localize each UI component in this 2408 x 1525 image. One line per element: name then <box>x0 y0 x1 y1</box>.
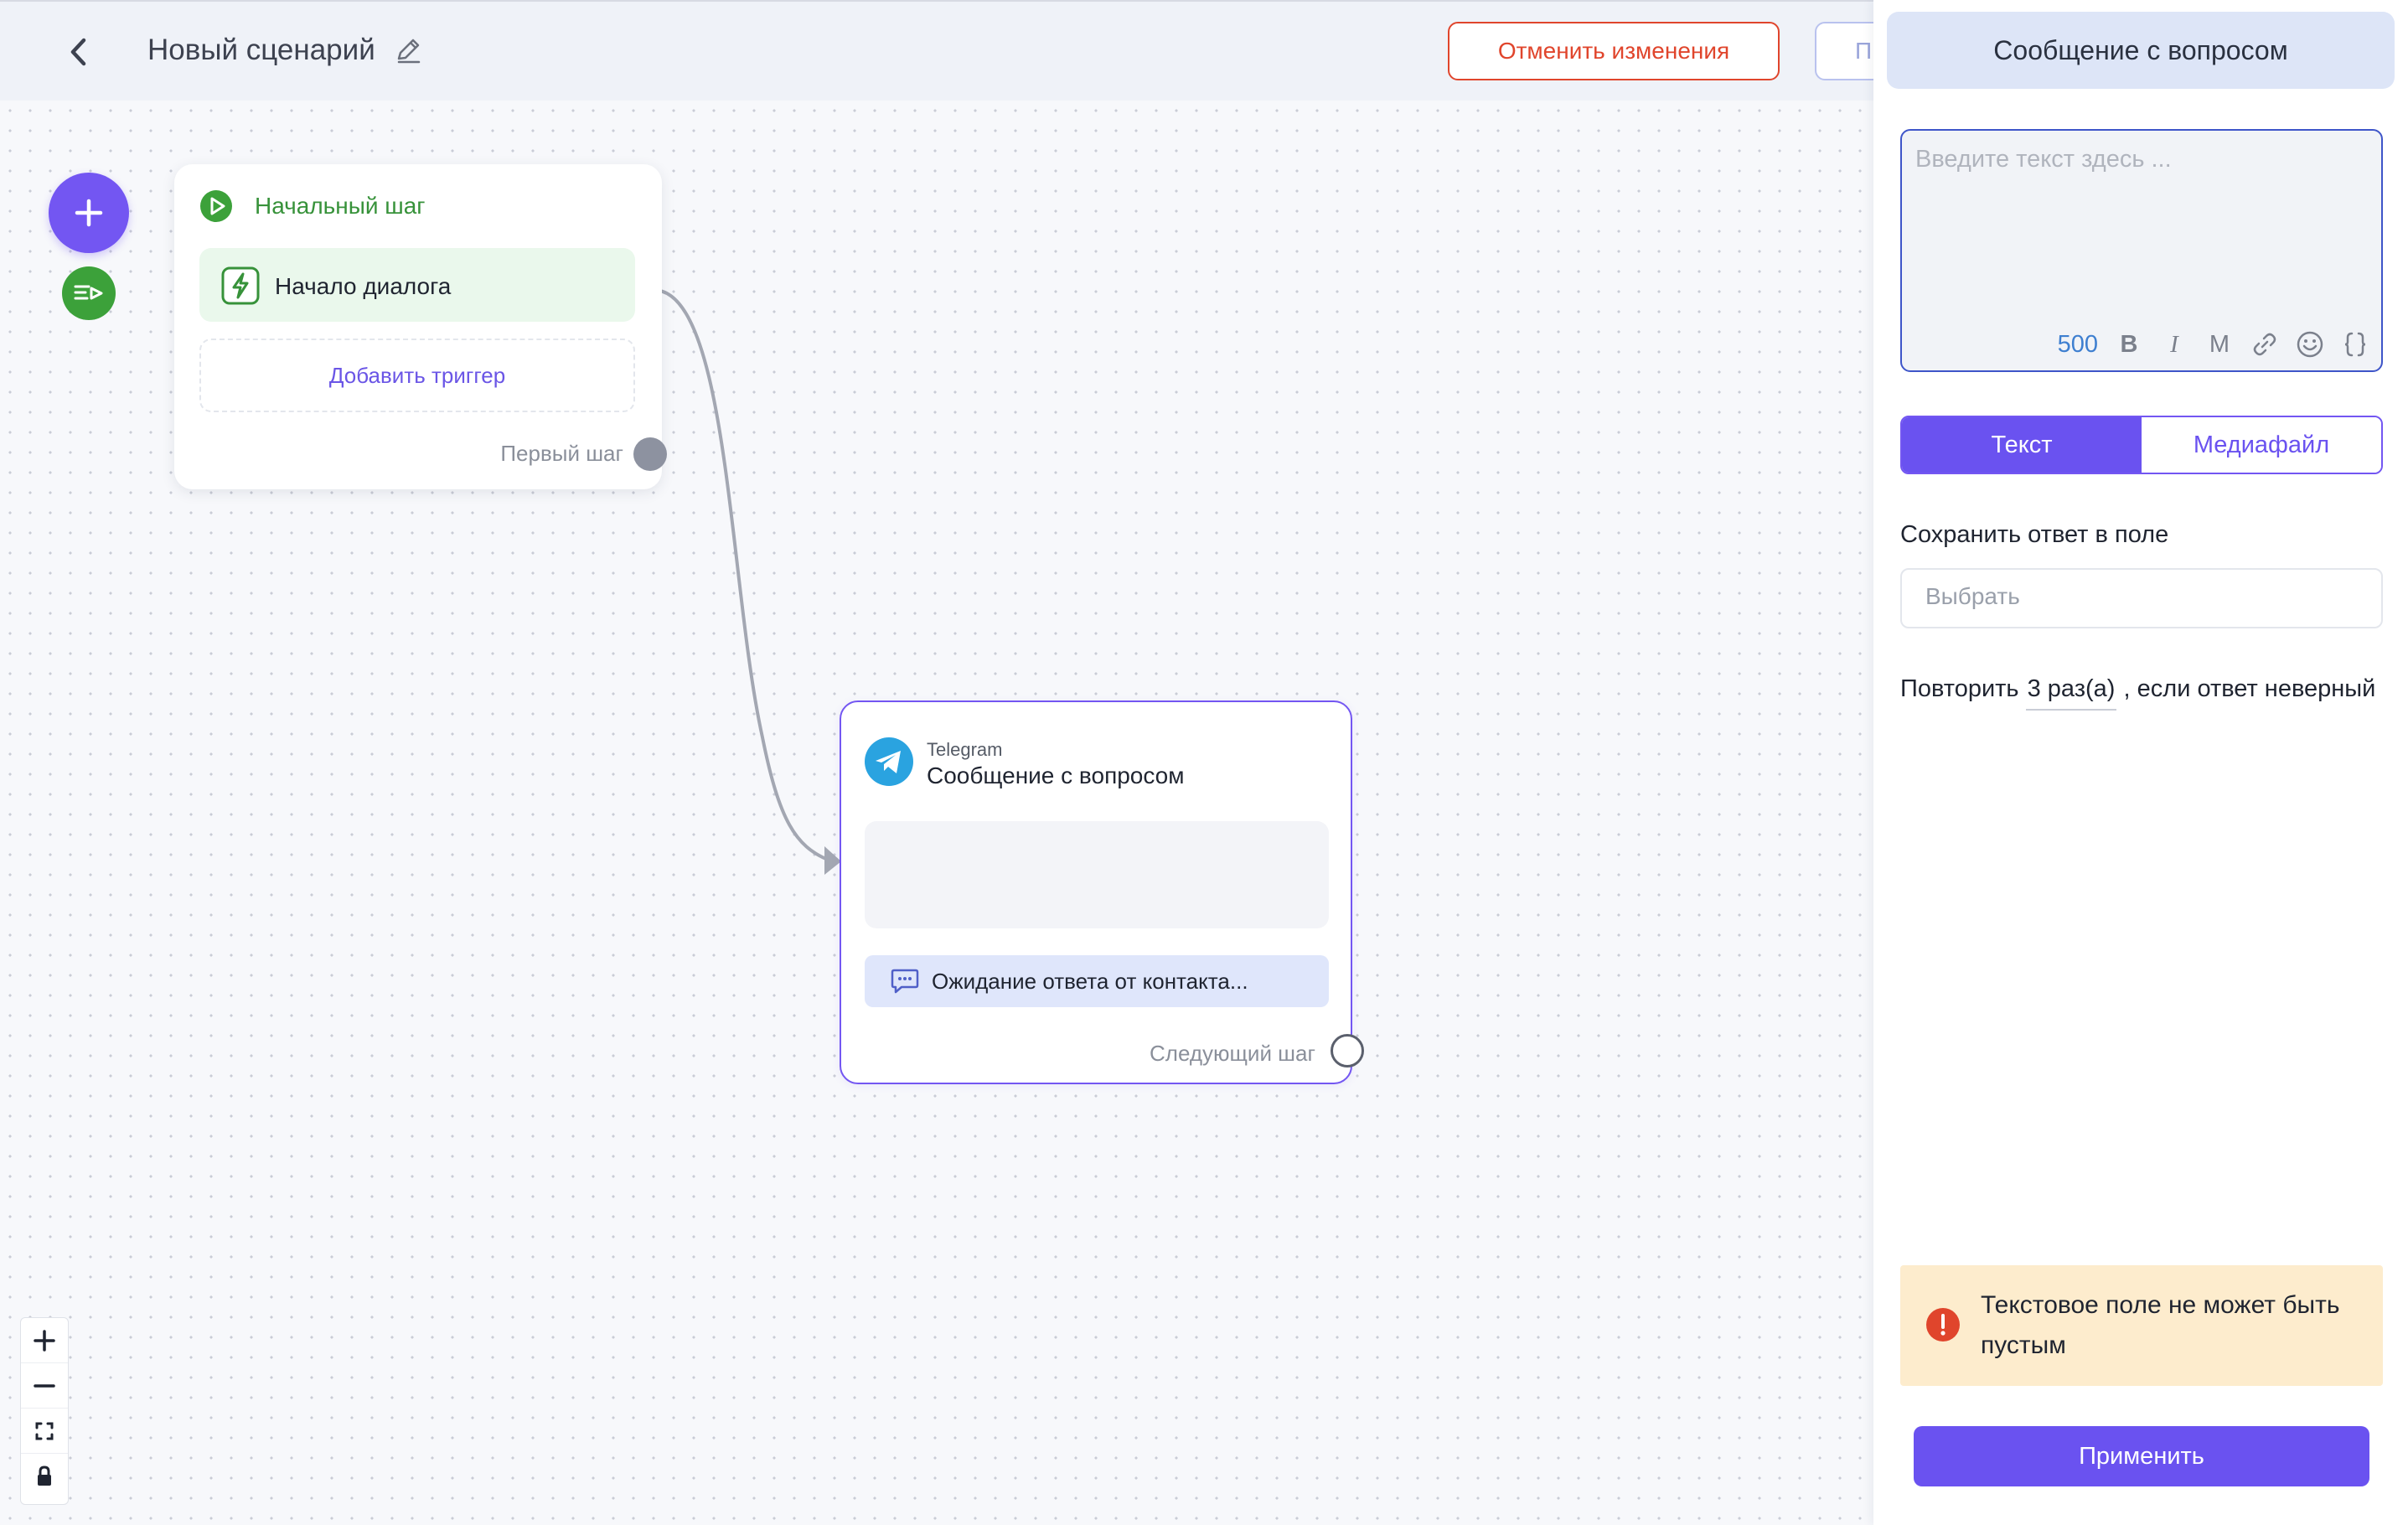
link-icon[interactable] <box>2250 330 2279 359</box>
next-step-port[interactable] <box>1331 1034 1364 1068</box>
chevron-left-icon[interactable] <box>59 32 99 72</box>
add-trigger-button[interactable]: Добавить триггер <box>199 339 635 412</box>
chat-bubble-icon <box>891 969 919 994</box>
tab-media[interactable]: Медиафайл <box>2142 417 2381 473</box>
validation-alert: Текстовое поле не может быть пустым <box>1900 1265 2383 1386</box>
trigger-item[interactable]: Начало диалога <box>199 248 635 322</box>
repeat-setting: Повторить 3 раз(а) , если ответ неверный <box>1900 675 2376 711</box>
start-output-port[interactable] <box>633 437 667 471</box>
italic-button[interactable]: I <box>2160 331 2188 359</box>
node-channel: Telegram <box>927 739 1003 760</box>
zoom-out-button[interactable] <box>21 1363 68 1409</box>
repeat-suffix: , если ответ неверный <box>2123 675 2376 702</box>
alert-message: Текстовое поле не может быть пустым <box>1981 1291 2340 1359</box>
top-bar: Новый сценарий Отменить изменения П <box>0 0 1907 101</box>
next-step-label: Следующий шаг <box>1150 1041 1315 1066</box>
repeat-count-input[interactable]: 3 раз(а) <box>2025 675 2117 711</box>
add-step-button[interactable] <box>49 173 129 253</box>
emoji-icon[interactable] <box>2296 330 2324 359</box>
save-field-label: Сохранить ответ в поле <box>1900 521 2169 548</box>
step-settings-panel: Сообщение с вопросом 500 B I M <box>1873 0 2408 1525</box>
telegram-icon <box>865 737 913 786</box>
bold-button[interactable]: B <box>2115 331 2143 359</box>
content-type-switch: Текст Медиафайл <box>1900 416 2383 474</box>
pencil-icon[interactable] <box>392 35 424 67</box>
message-text-input[interactable] <box>1914 144 2369 290</box>
trigger-label: Начало диалога <box>275 273 452 299</box>
cancel-changes-button[interactable]: Отменить изменения <box>1448 22 1780 80</box>
fullscreen-icon <box>35 1422 54 1440</box>
lightning-icon <box>221 266 260 305</box>
scenario-title: Новый сценарий <box>147 34 375 66</box>
char-counter: 500 <box>2057 330 2098 358</box>
apply-button[interactable]: Применить <box>1914 1426 2369 1486</box>
steps-list-button[interactable] <box>62 266 116 320</box>
panel-title: Сообщение с вопросом <box>1887 12 2395 89</box>
variables-icon[interactable] <box>2341 330 2369 359</box>
monospace-button[interactable]: M <box>2205 331 2234 359</box>
wait-reply-item: Ожидание ответа от контакта... <box>865 955 1329 1007</box>
start-node[interactable]: Начальный шаг Начало диалога Добавить тр… <box>174 164 667 489</box>
tab-text[interactable]: Текст <box>1902 417 2142 473</box>
minus-icon <box>34 1384 55 1388</box>
zoom-controls <box>20 1317 69 1505</box>
zoom-in-button[interactable] <box>21 1318 68 1363</box>
editor-toolbar: 500 B I M <box>2058 330 2369 359</box>
plus-icon <box>75 199 103 227</box>
repeat-prefix: Повторить <box>1900 675 2019 702</box>
fit-view-button[interactable] <box>21 1409 68 1454</box>
message-node[interactable]: Telegram Сообщение с вопросом Ожидание о… <box>840 700 1364 1084</box>
lock-icon <box>38 1466 51 1486</box>
message-preview <box>865 821 1329 928</box>
wait-reply-label: Ожидание ответа от контакта... <box>932 969 1248 994</box>
exclamation-icon <box>1926 1308 1960 1341</box>
message-node-title: Сообщение с вопросом <box>927 762 1185 788</box>
message-editor: 500 B I M <box>1900 129 2383 372</box>
list-play-icon <box>74 285 103 300</box>
save-field-select[interactable]: Выбрать <box>1900 568 2383 628</box>
plus-icon <box>34 1330 55 1352</box>
first-step-label: Первый шаг <box>500 441 623 466</box>
start-node-title: Начальный шаг <box>255 193 426 219</box>
play-circle-icon <box>200 190 232 222</box>
lock-button[interactable] <box>21 1454 68 1499</box>
